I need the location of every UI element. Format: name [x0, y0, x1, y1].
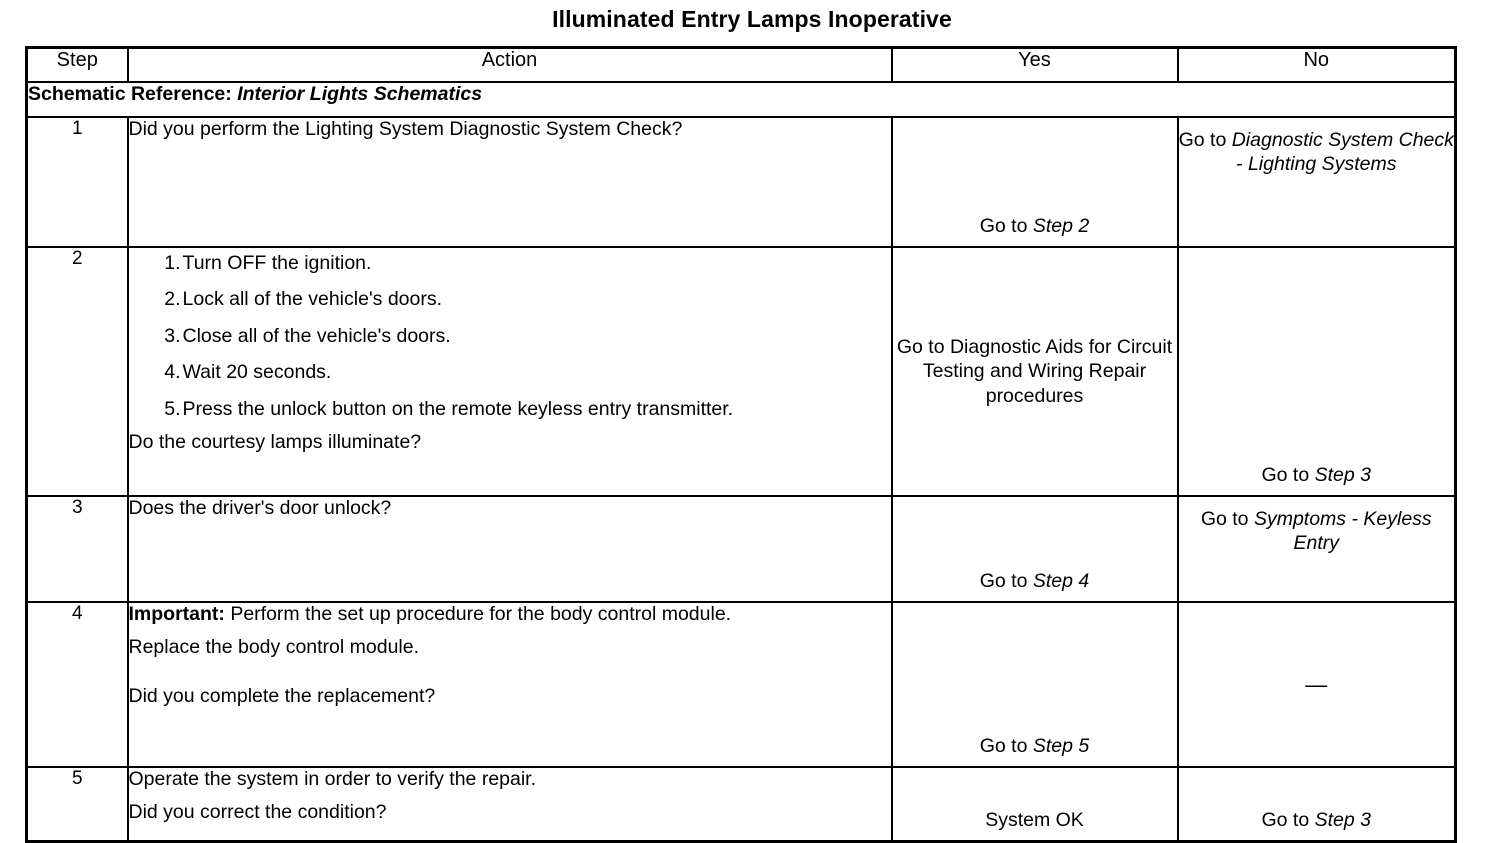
list-item-number: 1. [164, 252, 181, 274]
no-text-prefix: Go to [1200, 508, 1254, 530]
page-title: Illuminated Entry Lamps Inoperative [552, 6, 952, 32]
list-item: 2.Lock all of the vehicle's doors. [163, 288, 891, 311]
step-number: 1 [25, 116, 129, 248]
list-item-number: 3. [164, 324, 181, 347]
yes-cell: Go to Step 4 [890, 495, 1179, 603]
schematic-reference-cell: Schematic Reference: Interior Lights Sch… [25, 81, 1457, 118]
yes-cell: Go to Step 2 [890, 116, 1179, 248]
action-important: Important: Perform the set up procedure … [129, 603, 891, 626]
list-item-label: Lock all of the vehicle's doors. [182, 288, 443, 311]
yes-text-prefix: System OK [985, 808, 1084, 831]
step-number: 3 [25, 495, 129, 603]
action-text: Does the driver's door unlock? [128, 497, 392, 519]
table-row: 2 1.Turn OFF the ignition. 2.Lock all of… [25, 246, 1457, 497]
yes-text-reference: Step 2 [1032, 214, 1090, 237]
step-number: 2 [25, 246, 129, 497]
list-item: 4.Wait 20 seconds. [163, 361, 891, 384]
yes-cell: Go to Diagnostic Aids for Circuit Testin… [890, 246, 1179, 497]
list-item: 1.Turn OFF the ignition. [163, 252, 891, 275]
no-text-prefix: Go to [1261, 463, 1315, 486]
column-header-step: Step [25, 46, 129, 83]
important-label: Important: [128, 603, 225, 625]
action-cell: Does the driver's door unlock? [126, 495, 893, 603]
no-text-prefix: Go to [1261, 808, 1315, 831]
action-question: Did you complete the replacement? [128, 685, 436, 707]
action-cell: Important: Perform the set up procedure … [126, 601, 893, 768]
column-header-no: No [1176, 46, 1457, 83]
list-item-number: 2. [164, 288, 181, 311]
important-text: Perform the set up procedure for the bod… [224, 603, 732, 625]
no-cell: — [1176, 601, 1457, 768]
table-row: 3 Does the driver's door unlock? Go to S… [25, 495, 1457, 603]
column-header-action: Action [126, 46, 893, 83]
no-text-reference: Symptoms - Keyless Entry [1253, 508, 1432, 555]
action-text: Did you perform the Lighting System Diag… [128, 118, 683, 140]
list-item-number: 4. [164, 361, 181, 384]
table-row: 1 Did you perform the Lighting System Di… [25, 116, 1457, 248]
schematic-reference-label: Schematic Reference: [28, 83, 232, 105]
yes-text-prefix: Go to Diagnostic Aids for Circuit Testin… [896, 335, 1173, 407]
yes-text-reference: Step 4 [1032, 569, 1090, 592]
list-item-label: Close all of the vehicle's doors. [182, 324, 451, 347]
no-cell: Go to Symptoms - Keyless Entry [1176, 495, 1457, 603]
step-number: 5 [25, 766, 129, 843]
table-row: 4 Important: Perform the set up procedur… [25, 601, 1457, 768]
yes-text-reference: Step 5 [1032, 734, 1090, 757]
action-cell: Operate the system in order to verify th… [126, 766, 893, 843]
list-item-label: Wait 20 seconds. [182, 361, 332, 384]
yes-text-prefix: Go to [979, 734, 1033, 757]
column-header-yes: Yes [890, 46, 1179, 83]
yes-text-prefix: Go to [979, 569, 1033, 592]
table-row: 5 Operate the system in order to verify … [25, 766, 1457, 843]
no-text-prefix: — [1305, 671, 1328, 697]
list-item: 5.Press the unlock button on the remote … [163, 398, 891, 421]
action-instruction: Operate the system in order to verify th… [128, 768, 537, 790]
action-cell: Did you perform the Lighting System Diag… [126, 116, 893, 248]
action-question: Did you correct the condition? [128, 801, 387, 823]
list-item: 3.Close all of the vehicle's doors. [163, 325, 891, 348]
no-cell: Go to Step 3 [1176, 766, 1457, 843]
yes-text-prefix: Go to [979, 214, 1033, 237]
no-cell: Go to Diagnostic System Check - Lighting… [1176, 116, 1457, 248]
step-number: 4 [25, 601, 129, 768]
yes-cell: Go to Step 5 [890, 601, 1179, 768]
no-text-reference: Diagnostic System Check - Lighting Syste… [1231, 129, 1454, 176]
schematic-reference-row: Schematic Reference: Interior Lights Sch… [25, 81, 1457, 118]
no-text-reference: Step 3 [1314, 463, 1371, 486]
diagnostic-table: Step Action Yes No Schematic Reference: … [25, 46, 1457, 843]
list-item-label: Press the unlock button on the remote ke… [182, 397, 734, 420]
no-text-reference: Step 3 [1314, 808, 1371, 831]
action-instruction: Replace the body control module. [128, 636, 420, 658]
list-item-number: 5. [164, 397, 181, 420]
list-item-label: Turn OFF the ignition. [182, 252, 372, 274]
action-cell: 1.Turn OFF the ignition. 2.Lock all of t… [126, 246, 893, 497]
action-substep-list: 1.Turn OFF the ignition. 2.Lock all of t… [129, 252, 891, 421]
no-cell: Go to Step 3 [1176, 246, 1457, 497]
no-text-prefix: Go to [1178, 129, 1232, 151]
yes-cell: System OK [890, 766, 1179, 843]
table-header-row: Step Action Yes No [25, 46, 1457, 83]
action-question: Do the courtesy lamps illuminate? [128, 430, 422, 453]
schematic-reference-value: Interior Lights Schematics [237, 83, 483, 105]
